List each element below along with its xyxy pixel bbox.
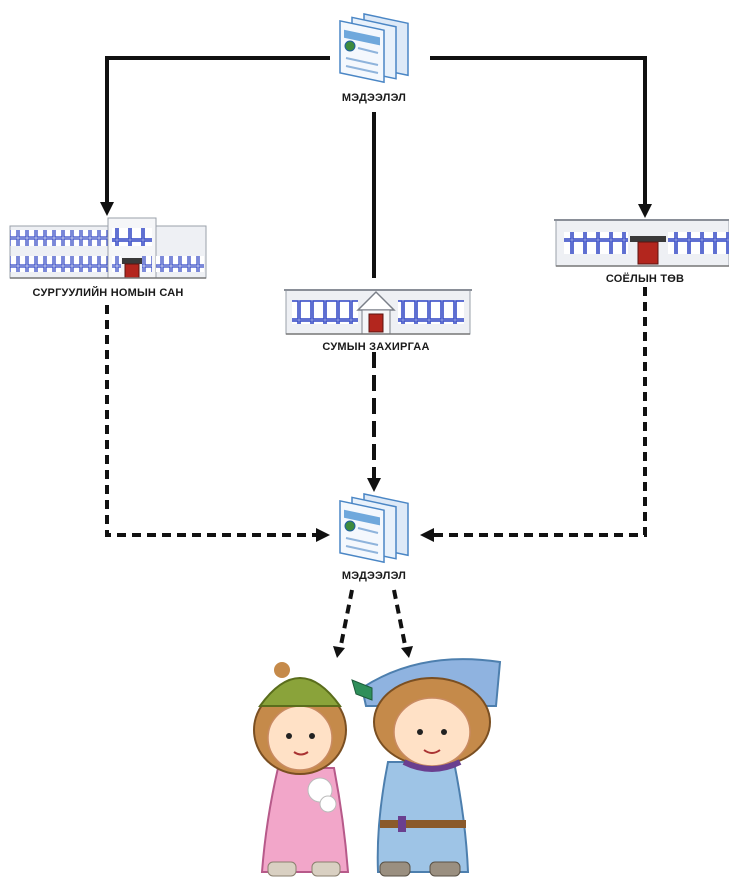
connector-library-to-bottom [105, 305, 318, 537]
connector-top-to-library [105, 56, 330, 206]
connector-bottom-to-audience-right [392, 589, 408, 651]
soum-office-building: СУМЫН ЗАХИРГАА [284, 289, 472, 353]
bottom-information-node: МЭДЭЭЛЭЛ [339, 492, 409, 582]
connector-top-to-culture [430, 56, 647, 208]
dashed-connectors [105, 287, 647, 651]
top-information-node: МЭДЭЭЛЭЛ [339, 12, 409, 104]
connector-bottom-to-audience-left [338, 589, 354, 651]
culture-center-building: СОЁЛЫН ТӨВ [554, 219, 729, 285]
children-illustration [253, 658, 502, 877]
school-library-building: СУРГУУЛИЙН НОМЫН САН [9, 217, 207, 299]
arrowheads-dashed [316, 478, 434, 658]
documents-icon [339, 492, 409, 564]
boy-figure [351, 658, 502, 877]
bottom-node-label: МЭДЭЭЛЭЛ [342, 570, 406, 582]
solid-connectors [105, 56, 647, 278]
connector-culture-to-bottom [432, 287, 647, 537]
documents-icon [339, 12, 409, 84]
girl-figure [253, 662, 350, 877]
top-node-label: МЭДЭЭЛЭЛ [342, 92, 406, 104]
arrowheads-solid [100, 202, 652, 218]
culture-center-label: СОЁЛЫН ТӨВ [606, 272, 684, 285]
school-library-label: СУРГУУЛИЙН НОМЫН САН [32, 286, 183, 299]
soum-office-label: СУМЫН ЗАХИРГАА [322, 341, 429, 353]
